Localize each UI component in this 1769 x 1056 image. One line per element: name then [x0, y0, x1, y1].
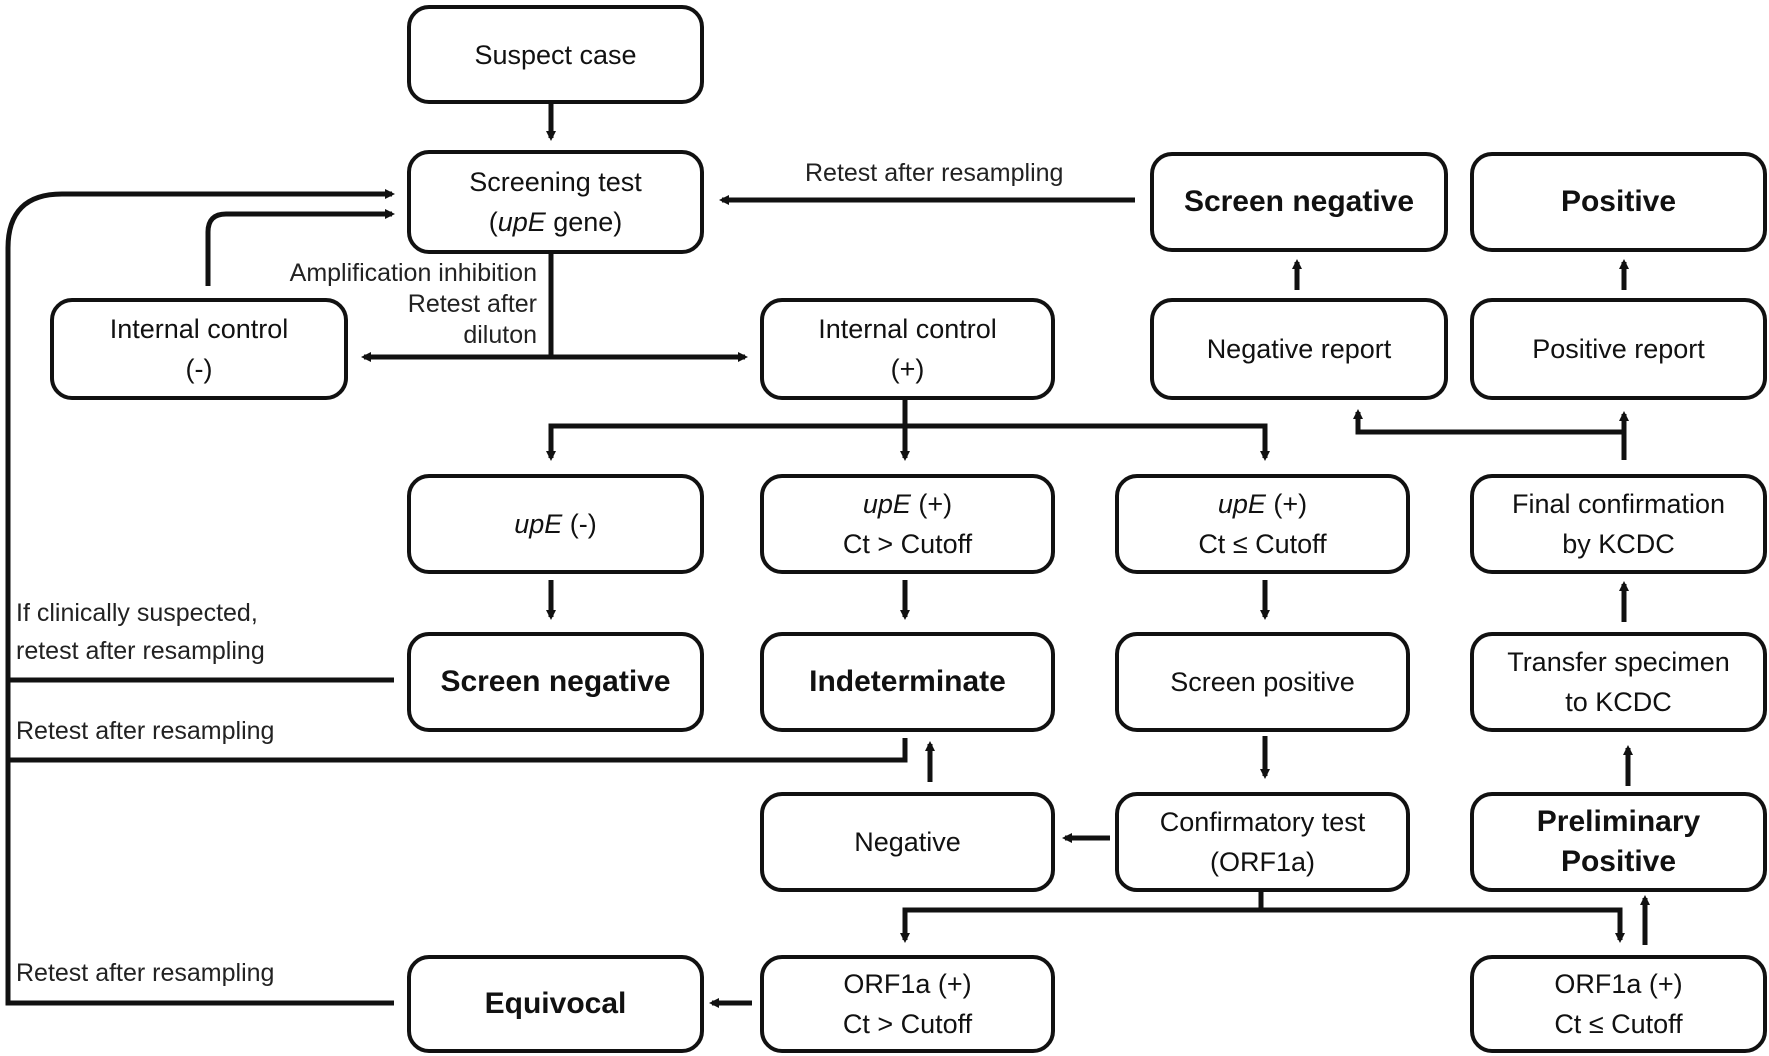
node-positive-top: Positive [1470, 152, 1767, 252]
confirmatory-line1: Confirmatory test [1159, 807, 1366, 837]
upe-pos-gt-line2: Ct > Cutoff [842, 529, 973, 559]
negative-label: Negative [854, 827, 961, 857]
orf-le-line1: ORF1a (+) [1554, 969, 1683, 999]
upe-pos-le-line1: upE (+) [1217, 489, 1308, 519]
ic-neg-line1: Internal control [109, 314, 289, 344]
node-internal-control-neg: Internal control (-) [50, 298, 348, 400]
screen-positive-label: Screen positive [1170, 667, 1355, 697]
preliminary-line1: Preliminary [1536, 805, 1701, 838]
branch-ic-pos [548, 423, 1268, 458]
ic-pos-line2: (+) [890, 354, 925, 384]
orf-le-line2: Ct ≤ Cutoff [1554, 1009, 1683, 1039]
positive-report-label: Positive report [1532, 334, 1705, 364]
transfer-specimen-line2: to KCDC [1565, 687, 1672, 717]
label-retest-mid: Retest after resampling [16, 717, 275, 745]
confirmatory-line2: (ORF1a) [1209, 847, 1315, 877]
upe-pos-le-line2: Ct ≤ Cutoff [1198, 529, 1327, 559]
node-screen-negative-mid: Screen negative [407, 632, 704, 732]
node-upe-pos-le: upE (+) Ct ≤ Cutoff [1115, 474, 1410, 574]
indeterminate-label: Indeterminate [809, 665, 1006, 698]
branch-confirmatory [900, 892, 1264, 943]
label-retest-after: Retest after [407, 290, 537, 318]
upe-pos-gt-line1: upE (+) [862, 489, 953, 519]
ic-neg-line2: (-) [185, 354, 213, 384]
node-screen-negative-top: Screen negative [1150, 152, 1448, 252]
upe-neg-label: upE (-) [514, 509, 597, 539]
node-screening-test: Screening test (upE gene) [407, 150, 704, 254]
final-confirmation-line2: by KCDC [1562, 529, 1675, 559]
node-negative: Negative [760, 792, 1055, 892]
preliminary-line2: Positive [1560, 845, 1677, 878]
node-final-confirmation: Final confirmation by KCDC [1470, 474, 1767, 574]
final-confirmation-line1: Final confirmation [1511, 489, 1726, 519]
screening-test-line2: (upE gene) [488, 207, 623, 237]
ic-pos-line1: Internal control [818, 314, 997, 344]
negative-report-label: Negative report [1206, 334, 1392, 364]
node-screen-positive: Screen positive [1115, 632, 1410, 732]
node-internal-control-pos: Internal control (+) [760, 298, 1055, 400]
node-preliminary-positive: Preliminary Positive [1470, 792, 1767, 892]
transfer-specimen-line1: Transfer specimen [1507, 647, 1730, 677]
node-transfer-specimen: Transfer specimen to KCDC [1470, 632, 1767, 732]
node-indeterminate: Indeterminate [760, 632, 1055, 732]
positive-top-label: Positive [1560, 185, 1677, 218]
node-positive-report: Positive report [1470, 298, 1767, 400]
label-retest-bottom: Retest after resampling [16, 959, 275, 987]
arrow-ic-neg-loop [205, 209, 395, 286]
node-equivocal: Equivocal [407, 955, 704, 1053]
screening-test-line1: Screening test [469, 167, 642, 197]
node-upe-neg: upE (-) [407, 474, 704, 574]
node-orf1a-pos-le: ORF1a (+) Ct ≤ Cutoff [1470, 955, 1767, 1053]
label-clinically-1: If clinically suspected, [16, 599, 258, 627]
node-orf1a-pos-gt: ORF1a (+) Ct > Cutoff [760, 955, 1055, 1053]
line-indeterminate-retest [8, 738, 908, 763]
arrow-to-negreport [1353, 409, 1624, 435]
node-upe-pos-gt: upE (+) Ct > Cutoff [760, 474, 1055, 574]
screen-negative-top-label: Screen negative [1183, 185, 1415, 218]
node-confirmatory-test: Confirmatory test (ORF1a) [1115, 792, 1410, 892]
node-suspect-case: Suspect case [407, 5, 704, 104]
label-clinically-2: retest after resampling [16, 637, 265, 665]
left-retest-loop [5, 189, 395, 1006]
label-amp-inhibition: Amplification inhibition [289, 259, 537, 287]
screen-negative-mid-label: Screen negative [440, 665, 671, 698]
orf-gt-line1: ORF1a (+) [843, 969, 972, 999]
orf-gt-line2: Ct > Cutoff [842, 1009, 973, 1039]
node-suspect-case-label: Suspect case [474, 39, 637, 70]
equivocal-label: Equivocal [484, 987, 627, 1020]
label-dilution: diluton [463, 321, 537, 349]
node-negative-report: Negative report [1150, 298, 1448, 400]
label-retest-top: Retest after resampling [805, 159, 1064, 187]
